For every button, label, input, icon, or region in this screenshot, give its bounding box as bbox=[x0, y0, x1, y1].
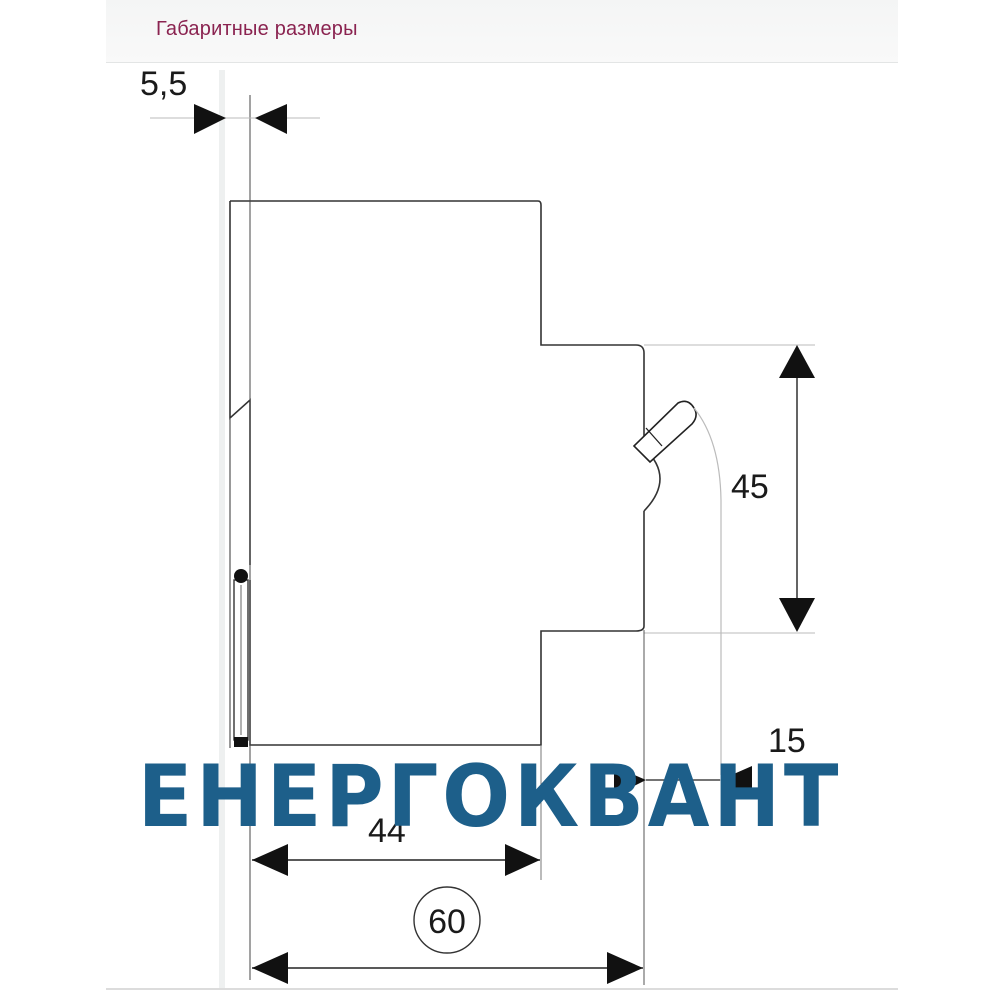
toggle-swing-arc bbox=[693, 407, 722, 775]
din-clip-top-pin bbox=[234, 569, 248, 583]
arrow-45-bottom bbox=[779, 598, 815, 632]
dimension-60-circle bbox=[413, 886, 481, 954]
dimension-60-label: 60 bbox=[428, 903, 466, 941]
device-outline bbox=[229, 200, 645, 746]
arrow-60-left bbox=[252, 952, 288, 984]
section-title: Габаритные размеры bbox=[156, 18, 358, 40]
din-clip-bottom-pin bbox=[234, 737, 248, 747]
dimension-45-label: 45 bbox=[731, 468, 769, 506]
header-band bbox=[106, 0, 898, 63]
arrow-44-right bbox=[505, 844, 540, 876]
toggle-lever-detail bbox=[645, 427, 663, 447]
dimension-5-5-label: 5,5 bbox=[140, 65, 187, 103]
arrow-45-top bbox=[779, 345, 815, 378]
arrow-5-5-right bbox=[255, 104, 287, 134]
arrow-5-5-left bbox=[194, 104, 226, 134]
dimension-44-label: 44 bbox=[368, 812, 406, 850]
dimension-15-label: 15 bbox=[768, 722, 806, 760]
bottom-divider bbox=[106, 988, 898, 990]
arrow-44-left bbox=[252, 844, 288, 876]
content-panel bbox=[106, 0, 898, 1000]
arrow-60-right bbox=[607, 952, 643, 984]
arrow-15-right bbox=[720, 766, 752, 796]
brand-watermark: ЕНЕРГОКВАНТ bbox=[137, 747, 843, 847]
arrow-15-left bbox=[614, 766, 646, 796]
